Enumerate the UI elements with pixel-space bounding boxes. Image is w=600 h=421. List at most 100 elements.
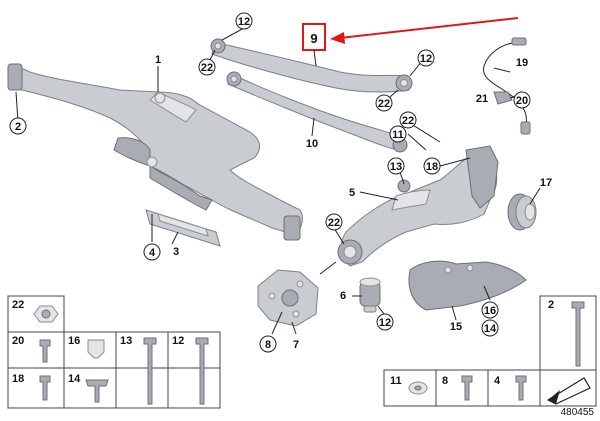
svg-text:2: 2 bbox=[15, 121, 21, 133]
short-bolt-icon bbox=[515, 375, 527, 401]
svg-text:7: 7 bbox=[293, 339, 299, 351]
svg-text:16: 16 bbox=[484, 305, 496, 317]
wheel-speed-sensor-part bbox=[483, 37, 531, 135]
callout-3: 3 bbox=[173, 246, 179, 258]
callout-12: 12 bbox=[235, 12, 253, 30]
callout-22: 22 bbox=[325, 213, 343, 231]
svg-text:12: 12 bbox=[238, 16, 250, 28]
callout-9-highlighted: 9 bbox=[310, 31, 317, 46]
fastener-legend-left bbox=[7, 295, 221, 409]
svg-text:11: 11 bbox=[390, 375, 402, 387]
callout-22: 22 bbox=[399, 111, 417, 129]
svg-text:16: 16 bbox=[68, 335, 80, 347]
callout-20: 20 bbox=[513, 91, 531, 109]
svg-text:13: 13 bbox=[390, 161, 402, 173]
rear-axle-carrier-part bbox=[7, 63, 303, 241]
legend-cell-16: 16 bbox=[68, 335, 105, 359]
legend-cell-11: 11 bbox=[390, 375, 428, 395]
legend-cell-20: 20 bbox=[12, 335, 51, 363]
long-bolt-icon bbox=[571, 301, 585, 367]
callout-19: 19 bbox=[516, 57, 528, 69]
callout-12: 12 bbox=[376, 313, 394, 331]
svg-text:12: 12 bbox=[172, 335, 184, 347]
fastener-legend-right bbox=[383, 295, 597, 407]
callout-10: 10 bbox=[306, 138, 318, 150]
washer-bolt-icon bbox=[85, 379, 109, 403]
svg-text:12: 12 bbox=[379, 317, 391, 329]
svg-text:8: 8 bbox=[442, 375, 448, 387]
callout-2: 2 bbox=[9, 117, 27, 135]
diagram-id: 480455 bbox=[561, 407, 595, 418]
svg-text:18: 18 bbox=[12, 373, 24, 385]
svg-text:20: 20 bbox=[516, 95, 528, 107]
svg-text:12: 12 bbox=[420, 53, 432, 65]
wheel-hub-part bbox=[507, 193, 537, 231]
bolt-icon bbox=[39, 375, 51, 401]
long-bolt-icon bbox=[143, 337, 157, 405]
svg-text:14: 14 bbox=[68, 373, 81, 385]
legend-cell-18: 18 bbox=[12, 373, 51, 401]
svg-text:8: 8 bbox=[265, 339, 271, 351]
svg-text:20: 20 bbox=[12, 335, 24, 347]
callout-4: 4 bbox=[143, 243, 161, 261]
svg-text:22: 22 bbox=[402, 115, 414, 127]
rubber-mount-part bbox=[359, 277, 381, 313]
callout-22: 22 bbox=[375, 94, 393, 112]
long-bolt-icon bbox=[195, 337, 209, 405]
highlight-arrow bbox=[330, 17, 519, 44]
underbody-shield-part bbox=[408, 260, 527, 311]
callout-16: 16 bbox=[481, 301, 499, 319]
legend-cell-13: 13 bbox=[120, 335, 157, 405]
svg-text:14: 14 bbox=[484, 323, 497, 335]
callout-1: 1 bbox=[155, 54, 161, 66]
callout-5: 5 bbox=[349, 187, 355, 199]
callout-12: 12 bbox=[417, 49, 435, 67]
callout-13: 13 bbox=[387, 157, 405, 175]
callout-22: 22 bbox=[198, 58, 216, 76]
svg-text:9: 9 bbox=[310, 31, 317, 46]
leader-lines bbox=[15, 27, 541, 335]
svg-text:10: 10 bbox=[306, 138, 318, 150]
legend-cell-2: 2 bbox=[548, 299, 585, 367]
nut-insert-icon bbox=[87, 339, 105, 359]
sensor-bracket-part bbox=[493, 91, 513, 105]
callout-14: 14 bbox=[481, 319, 499, 337]
legend-cell-12: 12 bbox=[172, 335, 209, 405]
upper-control-arm-part bbox=[210, 38, 413, 93]
wheel-carrier-part bbox=[337, 145, 499, 267]
svg-text:19: 19 bbox=[516, 57, 528, 69]
svg-text:22: 22 bbox=[328, 217, 340, 229]
callout-8: 8 bbox=[259, 335, 277, 353]
svg-text:4: 4 bbox=[494, 375, 501, 387]
direction-arrow-icon bbox=[546, 377, 591, 405]
callout-17: 17 bbox=[540, 177, 552, 189]
legend-cell-22: 22 bbox=[12, 299, 59, 323]
svg-text:1: 1 bbox=[155, 54, 161, 66]
svg-text:4: 4 bbox=[149, 247, 156, 259]
svg-text:11: 11 bbox=[392, 129, 404, 141]
support-bracket-part bbox=[257, 269, 319, 327]
svg-text:15: 15 bbox=[450, 321, 462, 333]
svg-text:13: 13 bbox=[120, 335, 132, 347]
callout-6: 6 bbox=[340, 290, 346, 302]
callout-15: 15 bbox=[450, 321, 462, 333]
callout-21: 21 bbox=[476, 93, 488, 105]
svg-text:2: 2 bbox=[548, 299, 554, 311]
legend-cell-14: 14 bbox=[68, 373, 109, 403]
short-bolt-icon bbox=[461, 375, 473, 401]
svg-text:6: 6 bbox=[340, 290, 346, 302]
callout-11: 11 bbox=[389, 125, 407, 143]
svg-text:17: 17 bbox=[540, 177, 552, 189]
legend-cell-8: 8 bbox=[442, 375, 473, 401]
svg-text:21: 21 bbox=[476, 93, 488, 105]
svg-text:22: 22 bbox=[201, 62, 213, 74]
svg-text:3: 3 bbox=[173, 246, 179, 258]
callout-18: 18 bbox=[423, 157, 441, 175]
lower-control-arm-part bbox=[226, 71, 408, 153]
bolt-icon bbox=[39, 339, 51, 363]
svg-text:22: 22 bbox=[12, 299, 24, 311]
reinforcement-plate-part bbox=[145, 209, 221, 247]
svg-text:22: 22 bbox=[378, 98, 390, 110]
svg-text:18: 18 bbox=[426, 161, 438, 173]
